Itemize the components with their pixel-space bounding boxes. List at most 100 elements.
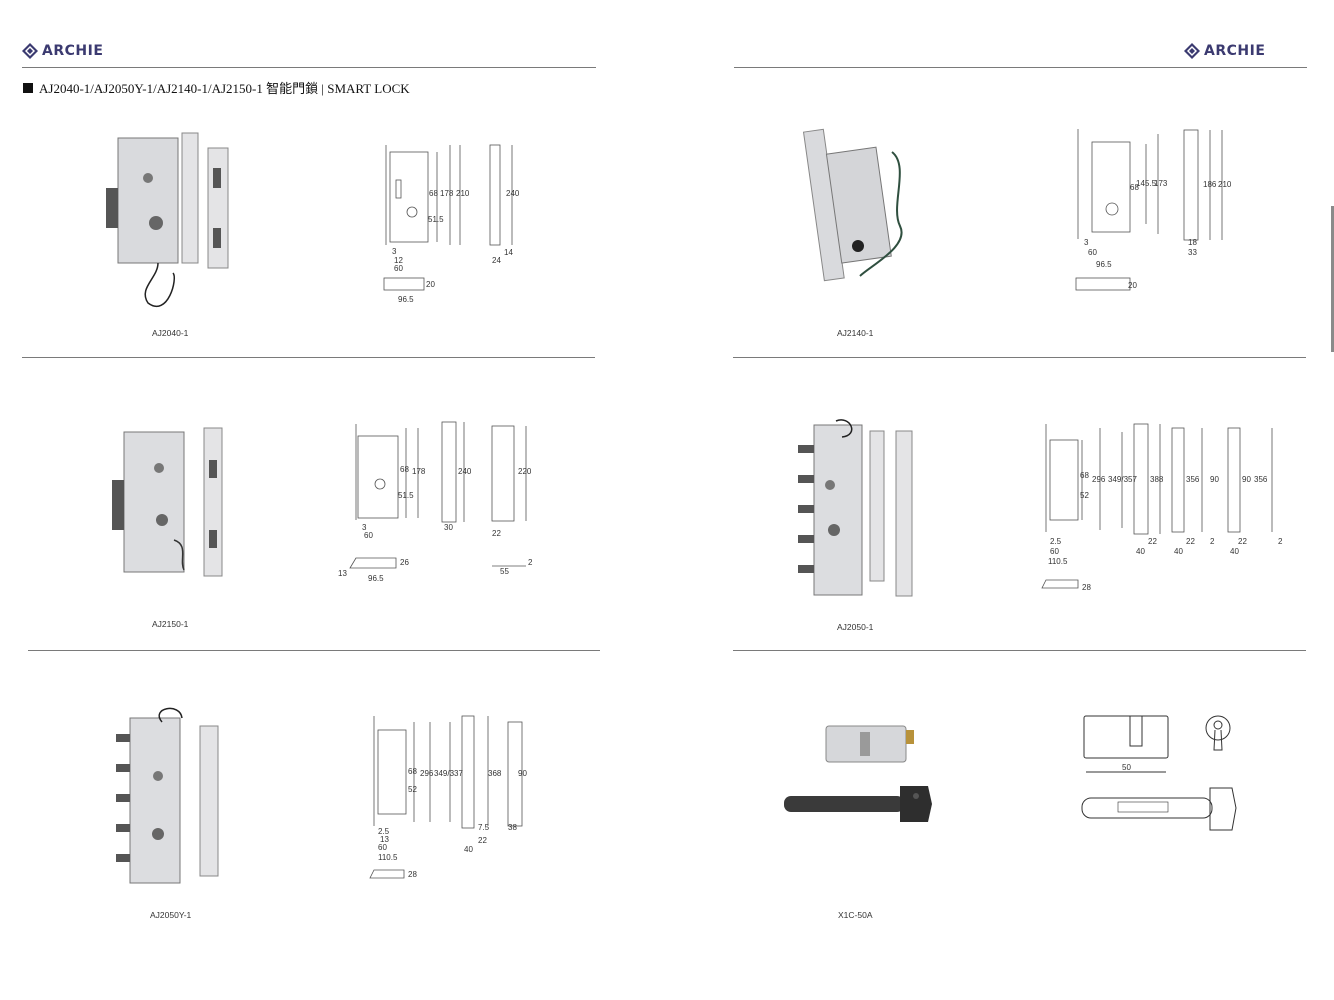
- dim-label: 296: [420, 769, 434, 778]
- product-photo-aj2040: [98, 128, 238, 333]
- dim-label: 20: [426, 280, 435, 289]
- dim-label: 68: [1080, 471, 1089, 480]
- dim-label: 220: [518, 467, 532, 476]
- dim-label: 20: [1128, 281, 1137, 290]
- technical-drawing-aj2040: 68 178 210 240 51.5 3 12 60 14 24 96.5 2…: [372, 140, 532, 315]
- product-photo-aj2050y: [110, 704, 230, 894]
- engraved-brand-mark: [1117, 801, 1169, 813]
- dim-label: 90: [1210, 475, 1219, 484]
- cylinder-dimension-drawing-icon: 50: [1081, 715, 1237, 831]
- dim-label: 186: [1203, 180, 1217, 189]
- technical-drawing-x1c: 50: [1078, 710, 1248, 845]
- dim-label: 13: [380, 835, 389, 844]
- dim-label: 22: [1148, 537, 1157, 546]
- header-rule-left: [22, 67, 596, 68]
- dim-label: 96.5: [1096, 260, 1112, 269]
- dim-label: 13: [338, 569, 347, 578]
- dim-label: 2: [1278, 537, 1283, 546]
- dim-label: 240: [506, 189, 520, 198]
- brand-logo-right: ARCHIE: [1184, 43, 1265, 59]
- dim-label: 14: [504, 248, 513, 257]
- brand-name: ARCHIE: [42, 43, 104, 59]
- dim-label: 40: [1230, 547, 1239, 556]
- multipoint-lock-photo-icon: [798, 419, 913, 597]
- product-caption: AJ2040-1: [152, 328, 189, 338]
- dim-label: 68: [1130, 183, 1139, 192]
- dim-label: 12: [394, 256, 403, 265]
- dim-label: 40: [1174, 547, 1183, 556]
- dim-label: 24: [492, 256, 501, 265]
- page-edge-tab: [1331, 206, 1334, 352]
- dim-label: 90: [1242, 475, 1251, 484]
- dim-label: 68: [400, 465, 409, 474]
- dim-label: 90: [518, 769, 527, 778]
- divider: [22, 357, 595, 358]
- lock-dimension-drawing-icon: 68 178 210 240 51.5 3 12 60 14 24 96.5 2…: [383, 144, 520, 304]
- dim-label: 68: [429, 189, 438, 198]
- dim-label: 60: [378, 843, 387, 852]
- dim-label: 349/357: [1108, 475, 1137, 484]
- dim-label: 110.5: [378, 853, 398, 862]
- product-photo-aj2150: [104, 420, 244, 590]
- dim-label: 178: [412, 467, 426, 476]
- technical-drawing-aj2050: 68 296 349/357 388 356 90 90 356 52 2.5 …: [1038, 420, 1288, 605]
- mortise-lock-photo-icon: [106, 132, 229, 307]
- product-caption: AJ2140-1: [837, 328, 874, 338]
- dim-label: 240: [458, 467, 472, 476]
- dim-label: 178: [440, 189, 454, 198]
- dim-label: 60: [1050, 547, 1059, 556]
- dim-label: 18: [1188, 238, 1197, 247]
- dim-label: 296: [1092, 475, 1106, 484]
- divider: [733, 650, 1306, 651]
- dim-label: 68: [408, 767, 417, 776]
- dim-label: 40: [1136, 547, 1145, 556]
- product-caption: X1C-50A: [838, 910, 873, 920]
- mortise-lock-photo-icon: [112, 427, 223, 577]
- page-title-text: AJ2040-1/AJ2050Y-1/AJ2140-1/AJ2150-1 智能門…: [39, 81, 410, 96]
- dim-label: 356: [1186, 475, 1200, 484]
- dim-label: 145.5: [1136, 179, 1157, 188]
- archie-emblem-icon: [22, 43, 38, 59]
- dim-label: 210: [456, 189, 470, 198]
- dim-label: 30: [444, 523, 453, 532]
- dim-label: 40: [464, 845, 473, 854]
- multipoint-lock-photo-icon: [116, 707, 219, 884]
- product-photo-x1c: [780, 718, 950, 863]
- dim-label: 22: [478, 836, 487, 845]
- dim-label: 26: [400, 558, 409, 567]
- product-caption: AJ2050Y-1: [150, 910, 192, 920]
- dim-label: 52: [1080, 491, 1089, 500]
- dim-label: 173: [1154, 179, 1168, 188]
- dim-label: 28: [408, 870, 417, 879]
- dim-label: 33: [1188, 248, 1197, 257]
- lock-dimension-drawing-icon: 68 178 240 220 51.5 3 60 30 22 26 13 96.…: [338, 421, 533, 583]
- bullet-square-icon: [23, 82, 33, 93]
- dim-label: 52: [408, 785, 417, 794]
- dim-label: 60: [394, 264, 403, 273]
- brand-logo-left: ARCHIE: [22, 43, 103, 59]
- dim-label: 96.5: [398, 295, 414, 304]
- technical-drawing-aj2050y: 68 296 349/337 368 90 52 2.5 13 60 110.5…: [364, 712, 544, 892]
- lock-dimension-drawing-icon: 68 296 349/357 388 356 90 90 356 52 2.5 …: [1041, 423, 1283, 592]
- dim-label: 110.5: [1048, 557, 1068, 566]
- mortise-lock-wired-photo-icon: [802, 128, 903, 282]
- dim-label: 38: [508, 823, 517, 832]
- dim-label: 50: [1122, 763, 1131, 772]
- dim-label: 2: [1210, 537, 1215, 546]
- technical-drawing-aj2150: 68 178 240 220 51.5 3 60 30 22 26 13 96.…: [336, 418, 546, 593]
- divider: [28, 650, 600, 651]
- brand-name: ARCHIE: [1204, 43, 1266, 59]
- dim-label: 2.5: [1050, 537, 1062, 546]
- product-photo-aj2050: [790, 415, 940, 610]
- dim-label: 22: [492, 529, 501, 538]
- dim-label: 60: [364, 531, 373, 540]
- dim-label: 51.5: [428, 215, 444, 224]
- dim-label: 3: [362, 523, 367, 532]
- dim-label: 22: [1186, 537, 1195, 546]
- dim-label: 3: [1084, 238, 1089, 247]
- dim-label: 55: [500, 567, 509, 576]
- dim-label: 60: [1088, 248, 1097, 257]
- lock-dimension-drawing-icon: 68 145.5 173 186 210 3 60 18 33 96.5 20: [1075, 129, 1232, 291]
- dim-label: 3: [392, 247, 397, 256]
- technical-drawing-aj2140: 68 145.5 173 186 210 3 60 18 33 96.5 20: [1066, 124, 1246, 309]
